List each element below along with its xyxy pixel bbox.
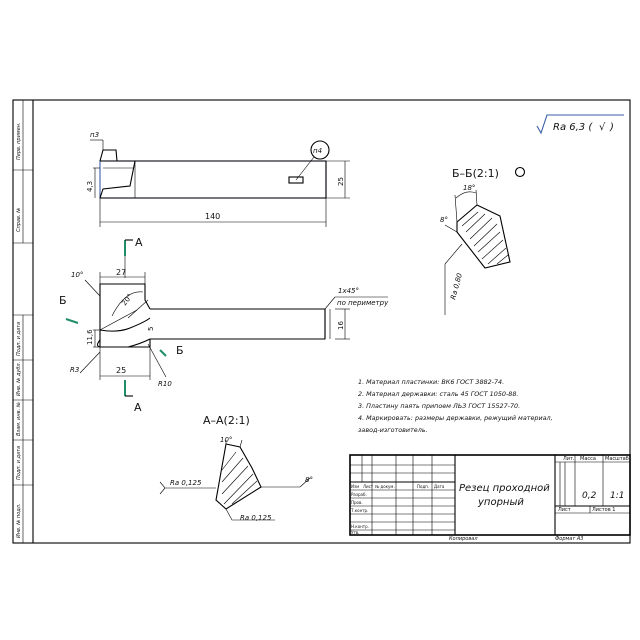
svg-text:Подп. и дата: Подп. и дата	[16, 446, 22, 480]
svg-text:Изм: Изм	[351, 484, 359, 489]
svg-text:Лит.: Лит.	[563, 456, 575, 462]
svg-text:25: 25	[337, 177, 345, 186]
svg-text:Ra 6,3 (: Ra 6,3 (	[553, 122, 593, 133]
svg-text:Т.контр.: Т.контр.	[350, 508, 368, 513]
svg-text:Б: Б	[59, 294, 67, 307]
svg-text:Листов 1: Листов 1	[592, 507, 615, 513]
svg-text:): )	[609, 122, 614, 133]
svg-text:Масштаб: Масштаб	[605, 456, 629, 462]
svg-text:Инв. № дубл.: Инв. № дубл.	[16, 362, 22, 396]
svg-text:10°: 10°	[220, 436, 232, 444]
svg-text:Масса: Масса	[580, 456, 596, 462]
svg-text:1. Материал пластинки: ВК6 ГОС: 1. Материал пластинки: ВК6 ГОСТ 3882-74.	[358, 378, 504, 386]
svg-text:R10: R10	[158, 380, 172, 388]
svg-text:Пров.: Пров.	[351, 500, 363, 505]
svg-text:Формат А3: Формат А3	[555, 536, 583, 542]
svg-text:140: 140	[205, 212, 220, 221]
svg-text:А–А(2:1): А–А(2:1)	[203, 414, 250, 427]
svg-text:2. Материал державки: сталь 45: 2. Материал державки: сталь 45 ГОСТ 1050…	[358, 390, 518, 398]
title-block: Изм Лист № докум. Подп. Дата Разраб. Про…	[349, 454, 631, 536]
svg-text:10°: 10°	[71, 271, 83, 279]
section-b: Б–Б(2:1) 18° 8° Ra 0,80	[440, 166, 526, 315]
svg-text:Лист: Лист	[363, 484, 374, 489]
svg-text:4,3: 4,3	[86, 181, 94, 192]
svg-text:завод-изготовитель.: завод-изготовитель.	[358, 426, 428, 434]
svg-text:25: 25	[116, 366, 126, 375]
svg-text:Б–Б(2:1): Б–Б(2:1)	[452, 167, 499, 180]
svg-text:4. Маркировать: размеры: 4. Маркировать: размеры державки, режущи…	[358, 414, 553, 422]
svg-text:Перв. примен.: Перв. примен.	[16, 122, 22, 160]
side-stamp: Перв. примен. Справ. № Подп. и дата Инв.…	[16, 122, 22, 538]
svg-text:Инв. № подл.: Инв. № подл.	[16, 504, 22, 539]
svg-text:Подп.: Подп.	[417, 484, 429, 489]
svg-text:по периметру: по периметру	[337, 299, 389, 307]
svg-text:п3: п3	[90, 131, 99, 139]
svg-text:Лист: Лист	[558, 507, 571, 513]
svg-text:18°: 18°	[463, 184, 475, 192]
svg-text:11,6: 11,6	[86, 329, 94, 345]
svg-text:Справ. №: Справ. №	[16, 208, 22, 232]
svg-text:√: √	[599, 122, 606, 133]
svg-text:27: 27	[116, 268, 126, 277]
svg-text:0,2: 0,2	[582, 491, 597, 501]
svg-text:3. Пластину паять припоем ЛЬЗ: 3. Пластину паять припоем ЛЬЗ ГОСТ 15527…	[358, 402, 520, 410]
svg-text:Н.контр.: Н.контр.	[351, 524, 369, 529]
svg-text:Резец проходной: Резец проходной	[459, 483, 550, 494]
svg-text:Ra 0,125: Ra 0,125	[170, 479, 202, 487]
svg-text:п4: п4	[313, 147, 322, 155]
svg-text:1:1: 1:1	[610, 491, 624, 501]
svg-text:16: 16	[337, 321, 345, 330]
svg-text:А: А	[134, 401, 142, 414]
svg-text:Разраб.: Разраб.	[351, 492, 367, 497]
top-view: п3 п4 140 25 4,3	[86, 131, 350, 227]
svg-text:Дата: Дата	[434, 484, 445, 489]
svg-text:Копировал: Копировал	[449, 536, 478, 542]
svg-text:Б: Б	[176, 344, 184, 357]
section-a: А–А(2:1) 10° 8° Ra 0,125 Ra 0,125	[159, 414, 313, 522]
svg-text:1х45°: 1х45°	[338, 287, 359, 295]
svg-text:Ra 0,125: Ra 0,125	[240, 514, 272, 522]
svg-text:5: 5	[147, 327, 155, 331]
svg-text:№ докум.: № докум.	[375, 484, 395, 489]
callout-circle	[310, 140, 330, 160]
sheet-frame	[12, 99, 631, 544]
svg-text:А: А	[135, 236, 143, 249]
roughness-symbol: Ra 6,3 ( √ )	[536, 114, 624, 135]
front-view: А А Б Б 27 10° 20° 11,6 5 16 25 R3 R10	[59, 236, 389, 414]
svg-text:Утв.: Утв.	[351, 530, 359, 535]
svg-text:Подп. и дата: Подп. и дата	[16, 322, 22, 356]
svg-text:Взам. инв. №: Взам. инв. №	[16, 402, 22, 436]
svg-text:упорный: упорный	[477, 497, 524, 508]
technical-notes: 1. Материал пластинки: ВК6 ГОСТ 3882-74.…	[358, 378, 553, 434]
svg-text:8°: 8°	[440, 216, 448, 224]
svg-text:8°: 8°	[305, 476, 313, 484]
svg-text:R3: R3	[70, 366, 79, 374]
